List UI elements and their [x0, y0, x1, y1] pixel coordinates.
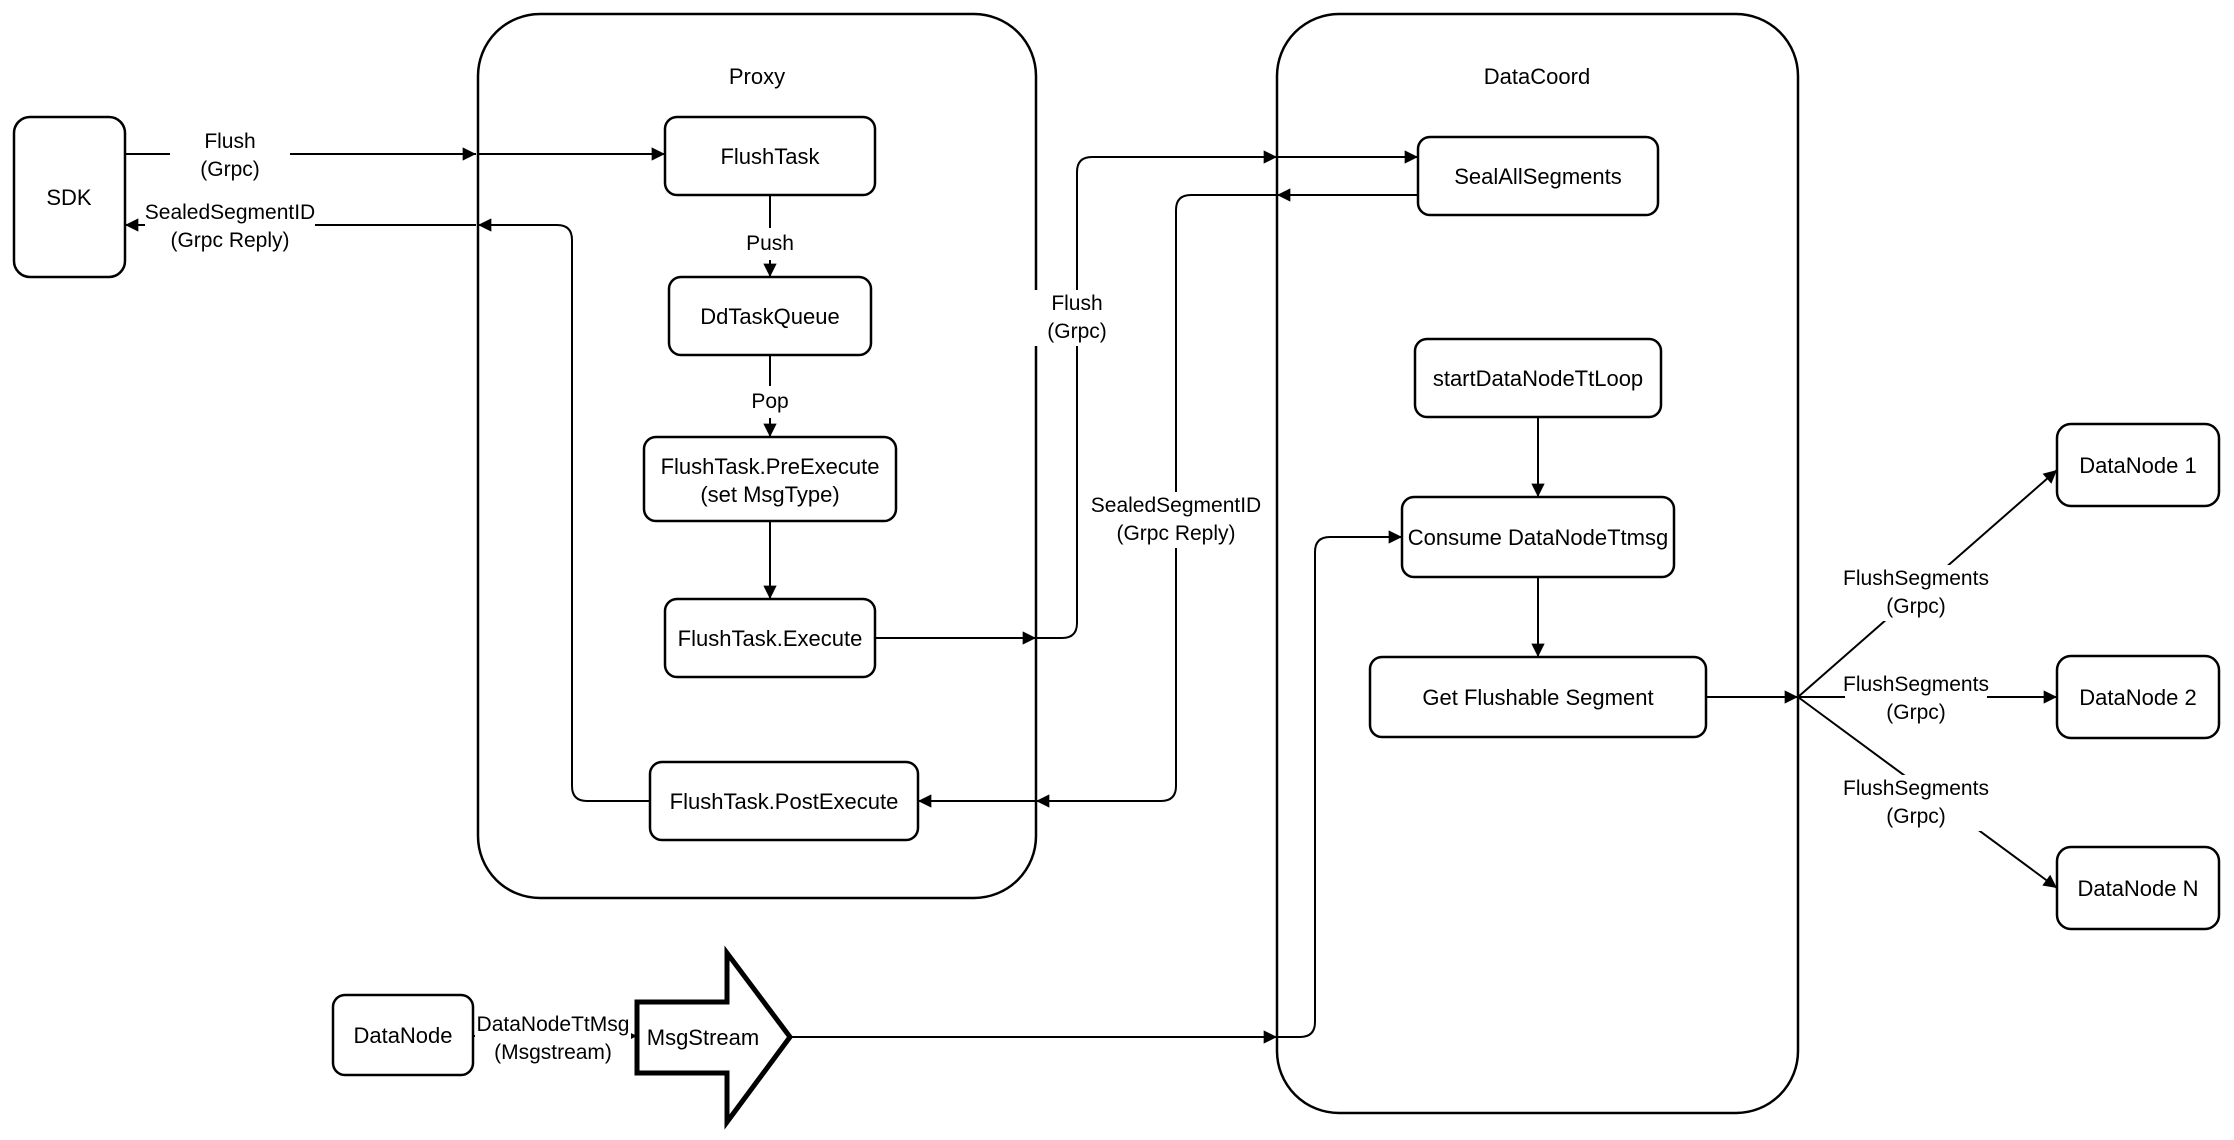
startdatanodettloop-label: startDataNodeTtLoop [1433, 366, 1643, 391]
sealallsegments-box [1416, 135, 1660, 217]
datanodettmsg-line1: DataNodeTtMsg [477, 1013, 630, 1036]
sdk-label: SDK [46, 185, 92, 210]
pop-label: Pop [751, 390, 788, 413]
preexecute-box [642, 435, 898, 523]
push-label: Push [746, 232, 794, 255]
edge-labels: Flush (Grpc) SealedSegmentID (Grpc Reply… [145, 128, 1989, 1067]
node-getflushablesegment: Get Flushable Segment [1368, 655, 1708, 739]
flushsegments-n-line2: (Grpc) [1886, 805, 1946, 828]
flushsegments-2-line1: FlushSegments [1843, 673, 1989, 696]
label-bg [1090, 492, 1262, 548]
getflushablesegment-box [1368, 655, 1708, 739]
edges [124, 147, 2058, 1044]
node-startdatanodettloop: startDataNodeTtLoop [1413, 337, 1663, 419]
execute-box [663, 597, 877, 679]
flushsegments-2-line2: (Grpc) [1886, 701, 1946, 724]
proxy-boundary [476, 12, 1038, 900]
node-sealallsegments: SealAllSegments [1416, 135, 1660, 217]
postexecute-label: FlushTask.PostExecute [670, 789, 899, 814]
datanode1-box [2055, 422, 2221, 508]
preexecute-label-line2: (set MsgType) [700, 482, 839, 507]
datanode2-box [2055, 654, 2221, 740]
label-sealed-mid: SealedSegmentID (Grpc Reply) [1090, 492, 1262, 548]
msgstream-arrow-shape [634, 945, 794, 1130]
label-bg [744, 386, 796, 418]
label-flushsegments-1: FlushSegments (Grpc) [1843, 565, 1989, 621]
startdatanodettloop-box [1413, 337, 1663, 419]
flush-mid-line2: (Grpc) [1047, 320, 1107, 343]
flushsegments-1-line1: FlushSegments [1843, 567, 1989, 590]
label-pop: Pop [744, 386, 796, 418]
execute-label: FlushTask.Execute [678, 626, 863, 651]
flushtask-label: FlushTask [720, 144, 820, 169]
label-flushsegments-2: FlushSegments (Grpc) [1843, 671, 1989, 727]
node-postexecute: FlushTask.PostExecute [648, 760, 920, 842]
flush-mid-line1: Flush [1051, 292, 1102, 315]
datanode1-label: DataNode 1 [2079, 453, 2196, 478]
msgstream-label: MsgStream [647, 1025, 759, 1050]
label-bg [740, 228, 800, 260]
node-datanode1: DataNode 1 [2055, 422, 2221, 508]
label-bg [475, 1011, 631, 1067]
sealed-sdk-line1: SealedSegmentID [145, 201, 315, 224]
label-bg [1845, 671, 1987, 727]
flushsegments-n-line1: FlushSegments [1843, 777, 1989, 800]
label-flush-sdk: Flush (Grpc) [170, 128, 290, 184]
edge-postexecute-to-proxy-edge [478, 218, 650, 802]
label-flushsegments-n: FlushSegments (Grpc) [1843, 775, 1989, 831]
label-bg [170, 128, 290, 184]
label-push: Push [740, 228, 800, 260]
datanode-bottom-label: DataNode [353, 1023, 452, 1048]
sealed-mid-line2: (Grpc Reply) [1116, 522, 1235, 545]
flushsegments-1-line2: (Grpc) [1886, 595, 1946, 618]
label-bg [1845, 565, 1987, 621]
getflushablesegment-label: Get Flushable Segment [1422, 685, 1653, 710]
datacoord-boundary [1275, 12, 1800, 1115]
consumedatanodettmsg-label: Consume DataNodeTtmsg [1408, 525, 1668, 550]
edge-msgstream-to-consume [1277, 530, 1402, 1038]
ddtaskqueue-label: DdTaskQueue [700, 304, 839, 329]
edge-flush-to-datacoord-edge [1036, 150, 1277, 639]
label-bg [145, 199, 315, 255]
datanode-bottom-box [331, 993, 475, 1077]
node-execute: FlushTask.Execute [663, 597, 877, 679]
node-sdk: SDK [12, 115, 127, 279]
ddtaskqueue-box [667, 275, 873, 357]
postexecute-box [648, 760, 920, 842]
datanoden-label: DataNode N [2077, 876, 2198, 901]
sealed-sdk-line2: (Grpc Reply) [170, 229, 289, 252]
node-ddtaskqueue: DdTaskQueue [667, 275, 873, 357]
label-bg [1845, 775, 1987, 831]
preexecute-label-line1: FlushTask.PreExecute [661, 454, 880, 479]
datacoord-label: DataCoord [1484, 64, 1590, 89]
datanoden-box [2055, 845, 2221, 931]
proxy-label: Proxy [729, 64, 785, 89]
label-sealed-sdk: SealedSegmentID (Grpc Reply) [145, 199, 315, 255]
node-datanode2: DataNode 2 [2055, 654, 2221, 740]
container-datacoord: DataCoord [1275, 12, 1800, 1115]
label-flush-mid: Flush (Grpc) [1018, 290, 1136, 346]
datanode2-label: DataNode 2 [2079, 685, 2196, 710]
node-consumedatanodettmsg: Consume DataNodeTtmsg [1400, 495, 1676, 579]
node-msgstream: MsgStream [634, 945, 794, 1130]
sdk-box [12, 115, 127, 279]
label-datanodettmsg: DataNodeTtMsg (Msgstream) [475, 1011, 631, 1067]
node-datanoden: DataNode N [2055, 845, 2221, 931]
node-flushtask: FlushTask [663, 115, 877, 197]
container-proxy: Proxy [476, 12, 1038, 900]
flushtask-box [663, 115, 877, 197]
sealallsegments-label: SealAllSegments [1454, 164, 1622, 189]
consumedatanodettmsg-box [1400, 495, 1676, 579]
datanodettmsg-line2: (Msgstream) [494, 1041, 612, 1064]
node-preexecute: FlushTask.PreExecute (set MsgType) [642, 435, 898, 523]
label-bg [1018, 290, 1136, 346]
flush-sdk-line2: (Grpc) [200, 158, 260, 181]
node-datanode-bottom: DataNode [331, 993, 475, 1077]
flush-sdk-line1: Flush [204, 130, 255, 153]
sealed-mid-line1: SealedSegmentID [1091, 494, 1261, 517]
